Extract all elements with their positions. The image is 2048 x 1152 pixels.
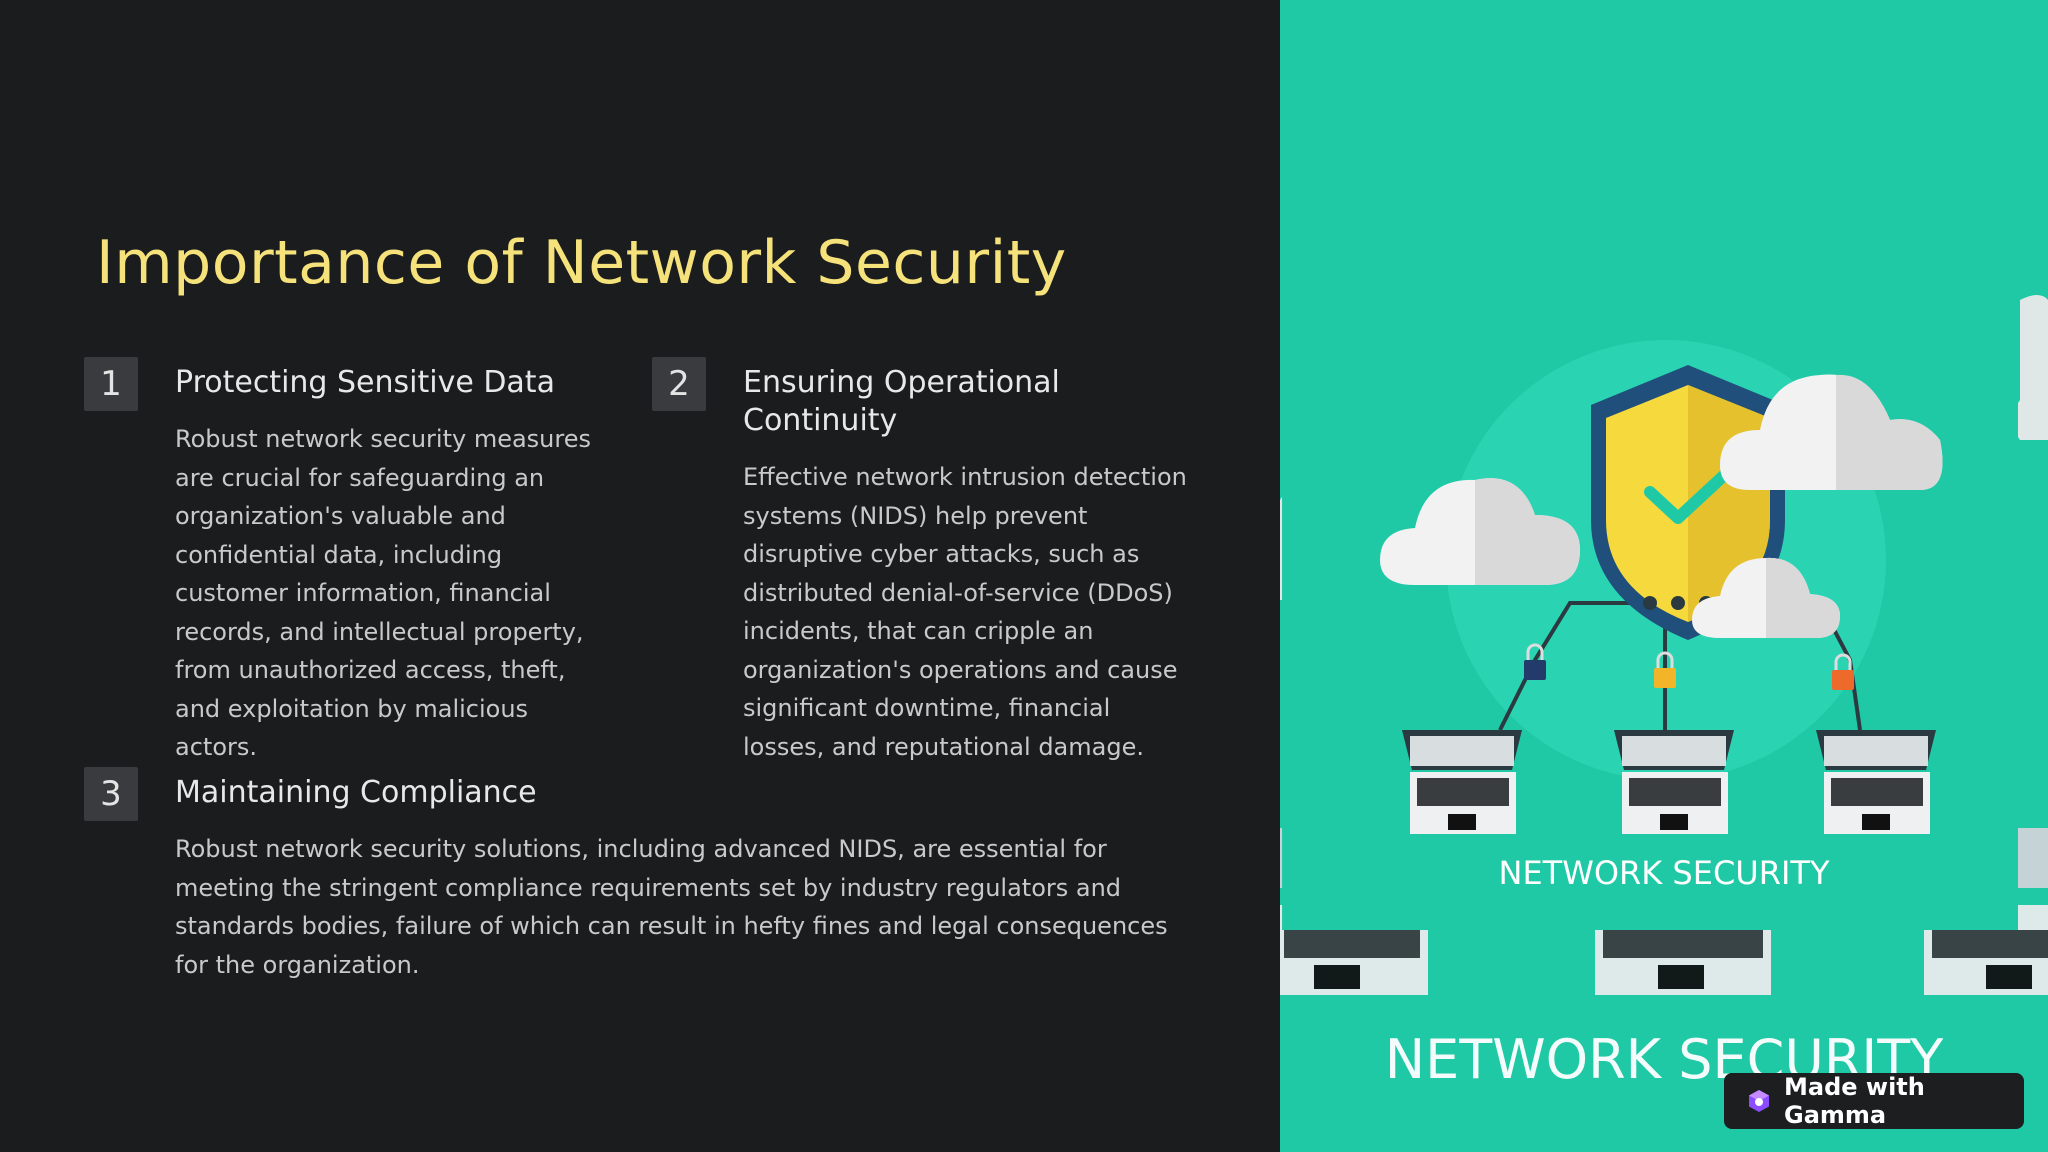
slide-title: Importance of Network Security (96, 228, 1067, 298)
item-number-3: 3 (84, 767, 138, 821)
illustration-svg: NETWORK SECURITY (1280, 190, 2048, 1091)
slide-content: Importance of Network Security 1 Protect… (84, 228, 1187, 979)
item-title-1: Protecting Sensitive Data (175, 365, 555, 400)
cloud-icon (1380, 478, 1580, 585)
item-number-2: 2 (652, 357, 706, 411)
item-title-2: Ensuring Operational Continuity (743, 365, 1060, 438)
laptop-icon (1614, 730, 1734, 834)
gamma-logo-icon (1746, 1088, 1772, 1114)
network-security-illustration: NETWORK SECURITY (1280, 0, 2048, 1152)
made-with-gamma-badge[interactable]: Made with Gamma (1724, 1073, 2024, 1129)
laptop-icon (1816, 730, 1936, 834)
item-body-1: Robust network security measures are cru… (175, 425, 591, 761)
cloud-icon (1692, 557, 1840, 638)
badge-label: Made with Gamma (1784, 1073, 1925, 1129)
item-body-2: Effective network intrusion detection sy… (743, 463, 1187, 761)
front-card: NETWORK SECURITY (1282, 190, 2018, 930)
item-number-1: 1 (84, 357, 138, 411)
caption-front: NETWORK SECURITY (1499, 854, 1830, 892)
cloud-icon (1720, 374, 1943, 490)
padlock-icon (1524, 643, 1546, 680)
laptop-icon (1402, 730, 1522, 834)
item-body-3: Robust network security solutions, inclu… (175, 835, 1168, 979)
padlock-icon (1654, 651, 1676, 688)
padlock-icon (1832, 653, 1854, 690)
item-title-3: Maintaining Compliance (175, 775, 537, 810)
